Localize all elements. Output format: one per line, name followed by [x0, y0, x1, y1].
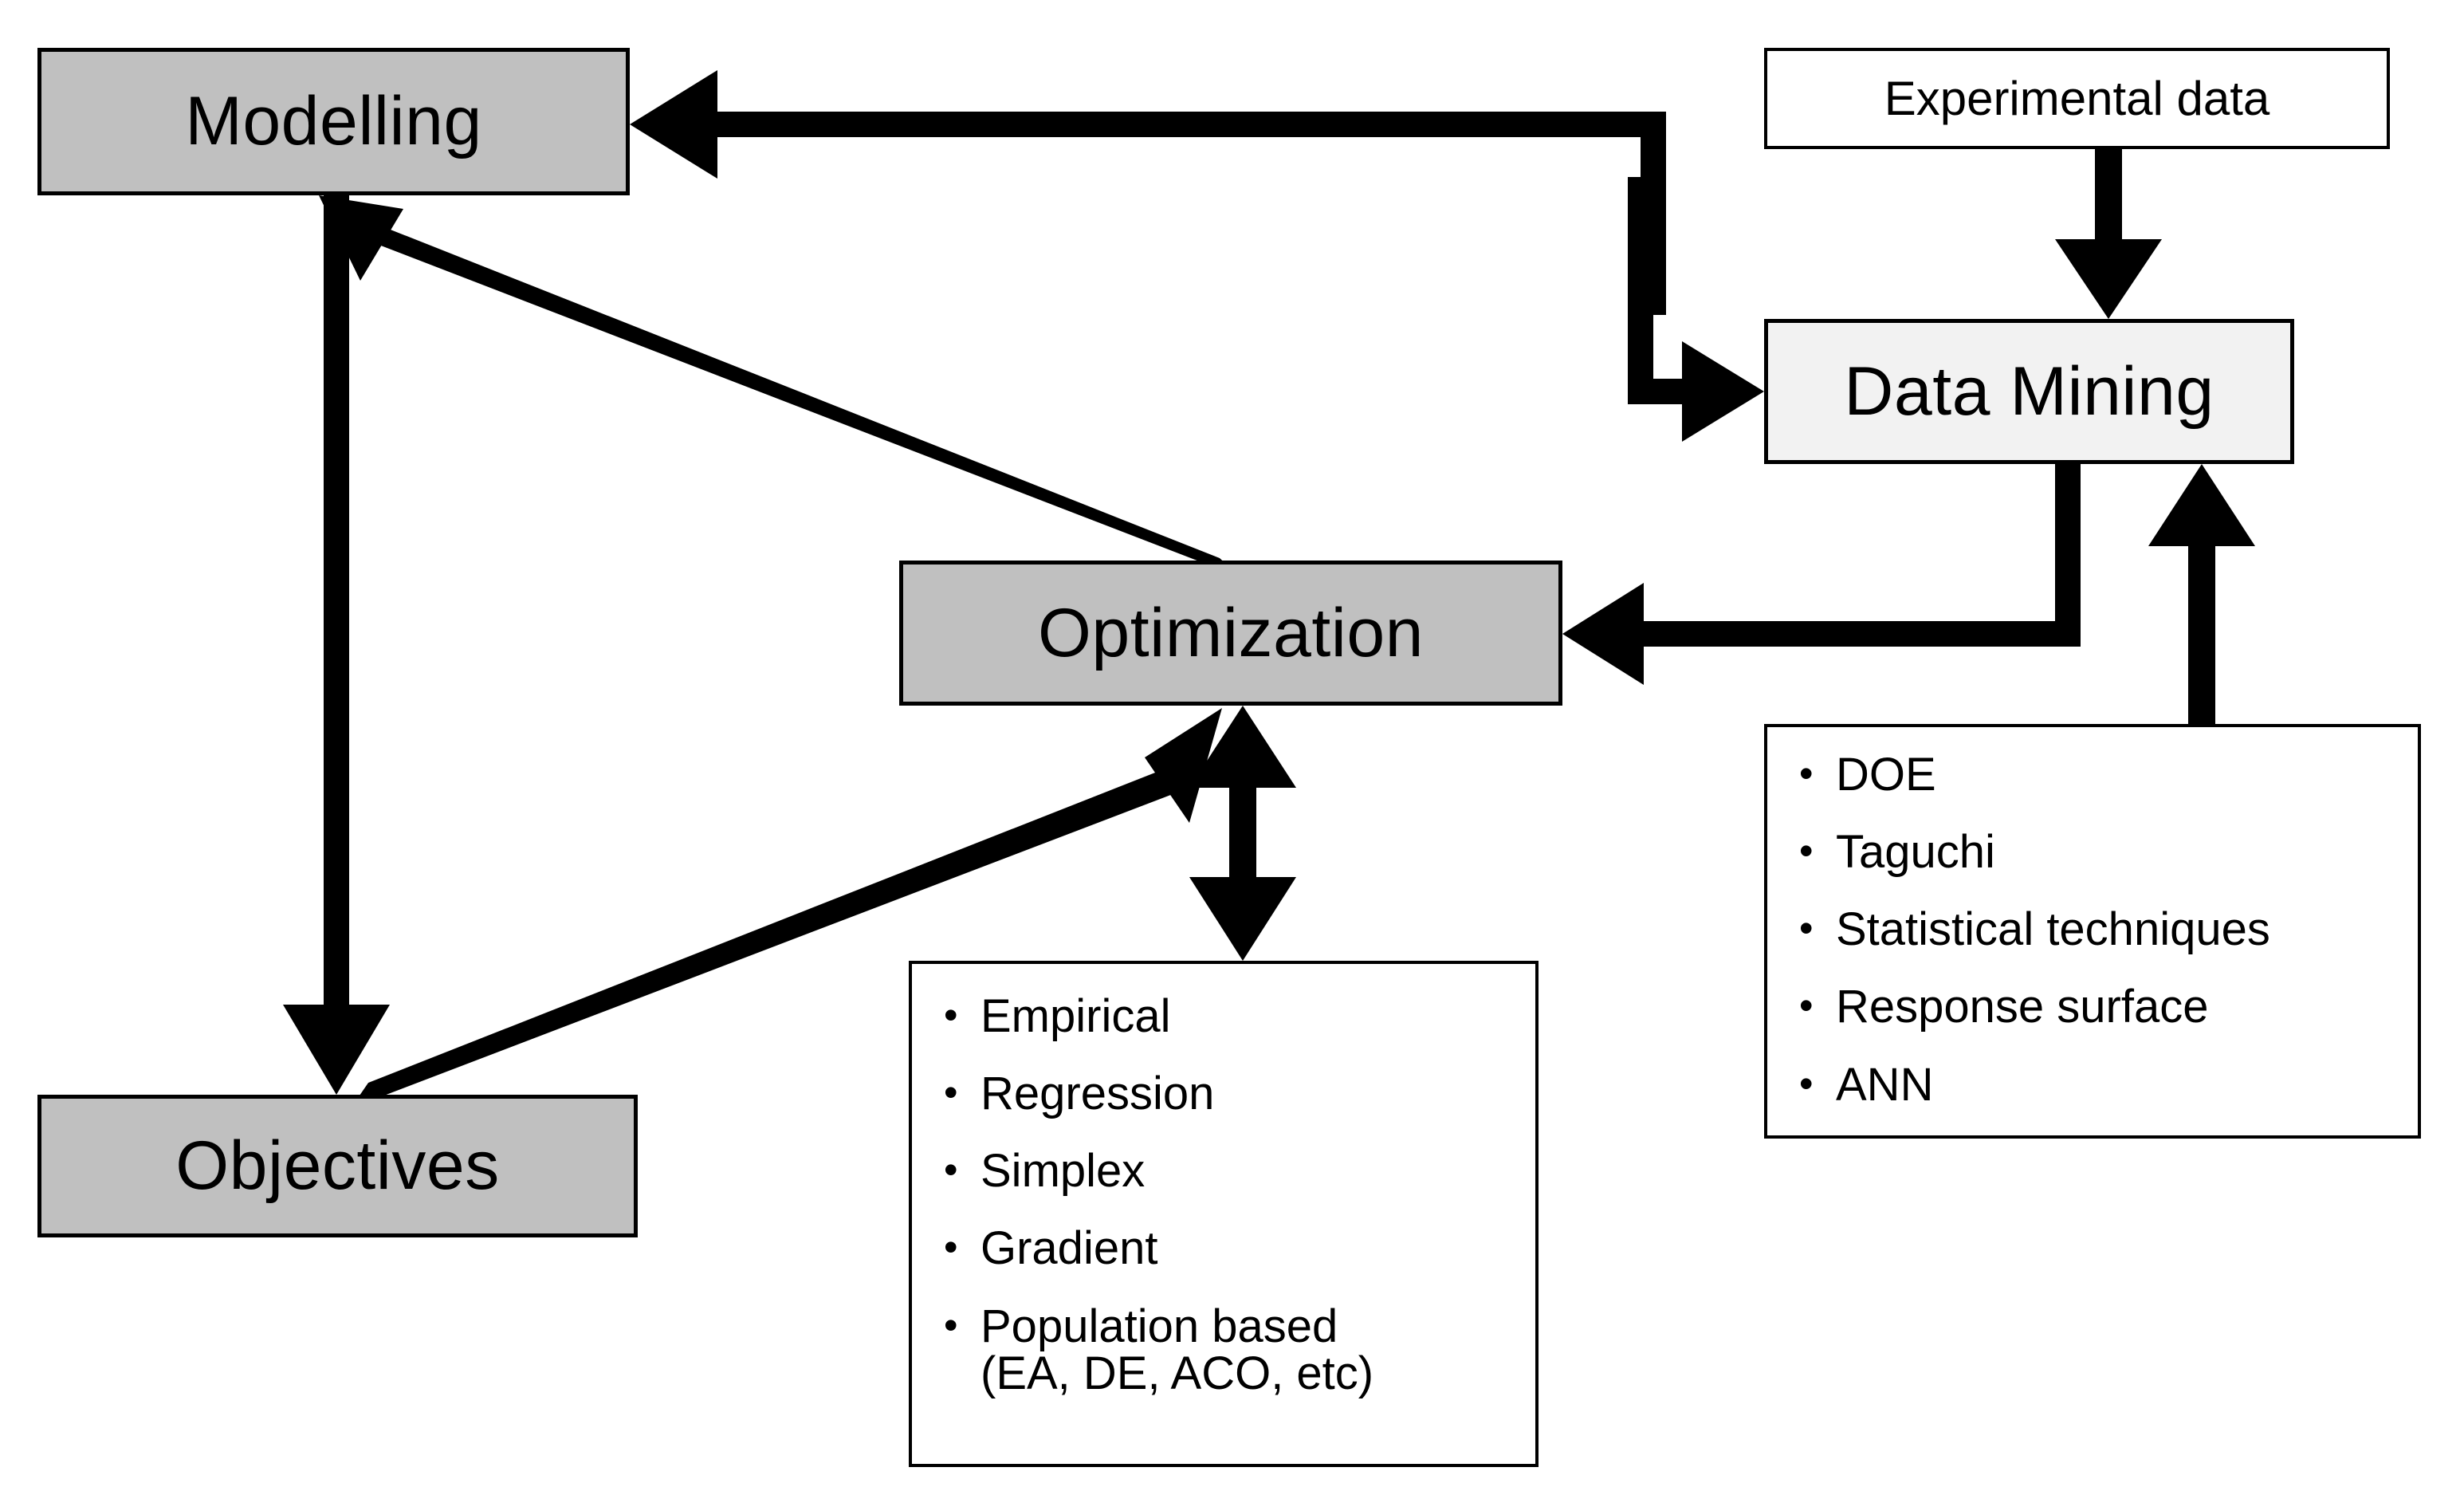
list-item: • Taguchi: [1799, 828, 2394, 875]
bullet-icon: •: [1799, 983, 1814, 1029]
bullet-icon: •: [1799, 906, 1814, 951]
bullet-icon: •: [944, 1070, 958, 1115]
list-item: • Empirical: [944, 993, 1511, 1040]
list-item: • Statistical techniques: [1799, 906, 2394, 953]
list-item-label: Simplex: [980, 1145, 1146, 1198]
node-optimization-label: Optimization: [1038, 594, 1424, 671]
node-experimental-data-label: Experimental data: [1884, 72, 2270, 125]
list-item: • Population based (EA, DE, ACO, etc): [944, 1300, 1511, 1399]
bullet-icon: •: [944, 1225, 958, 1270]
bullet-icon: •: [1799, 828, 1814, 874]
arrow-optimization-methods-double: [1189, 706, 1296, 961]
arrow-data-mining-to-modelling: [630, 70, 1666, 315]
list-item-label: Gradient: [980, 1222, 1158, 1275]
list-item: • Simplex: [944, 1147, 1511, 1194]
list-item: • Regression: [944, 1070, 1511, 1117]
list-item-label: Statistical techniques: [1836, 903, 2270, 956]
bullet-icon: •: [1799, 1060, 1814, 1106]
list-data-mining-methods[interactable]: • DOE • Taguchi • Statistical techniques…: [1764, 724, 2421, 1139]
arrow-experimental-data-to-data-mining: [2055, 149, 2162, 319]
node-optimization[interactable]: Optimization: [899, 561, 1562, 706]
node-experimental-data[interactable]: Experimental data: [1764, 48, 2390, 149]
node-objectives[interactable]: Objectives: [37, 1095, 638, 1237]
arrow-data-mining-to-optimization: [1562, 464, 2081, 685]
bullet-icon: •: [1799, 751, 1814, 796]
list-item-label: Response surface: [1836, 981, 2209, 1033]
list-item-label: Population based (EA, DE, ACO, etc): [980, 1300, 1374, 1399]
list-item: • Response surface: [1799, 983, 2394, 1030]
arrow-modelling-to-objectives: [283, 195, 390, 1095]
arrow-optimization-to-modelling: [319, 195, 1240, 577]
list-item-label: Regression: [980, 1068, 1215, 1120]
list-item: • ANN: [1799, 1058, 2394, 1111]
node-objectives-label: Objectives: [175, 1127, 500, 1205]
list-item-label: ANN: [1836, 1058, 1934, 1111]
list-item-label: Empirical: [980, 990, 1171, 1042]
list-item-label: Taguchi: [1836, 826, 1995, 879]
bullet-icon: •: [944, 1147, 958, 1193]
node-data-mining-label: Data Mining: [1844, 352, 2214, 430]
node-data-mining[interactable]: Data Mining: [1764, 319, 2294, 464]
list-optimization-methods[interactable]: • Empirical • Regression • Simplex • Gra…: [909, 961, 1539, 1467]
list-item: • Gradient: [944, 1225, 1511, 1272]
list-item: • DOE: [1799, 751, 2394, 798]
bullet-icon: •: [944, 1302, 958, 1347]
arrow-modelling-to-data-mining: [1628, 177, 1764, 442]
node-modelling-label: Modelling: [185, 83, 482, 160]
list-item-label: DOE: [1836, 749, 1936, 801]
bullet-icon: •: [944, 993, 958, 1037]
node-modelling[interactable]: Modelling: [37, 48, 630, 195]
